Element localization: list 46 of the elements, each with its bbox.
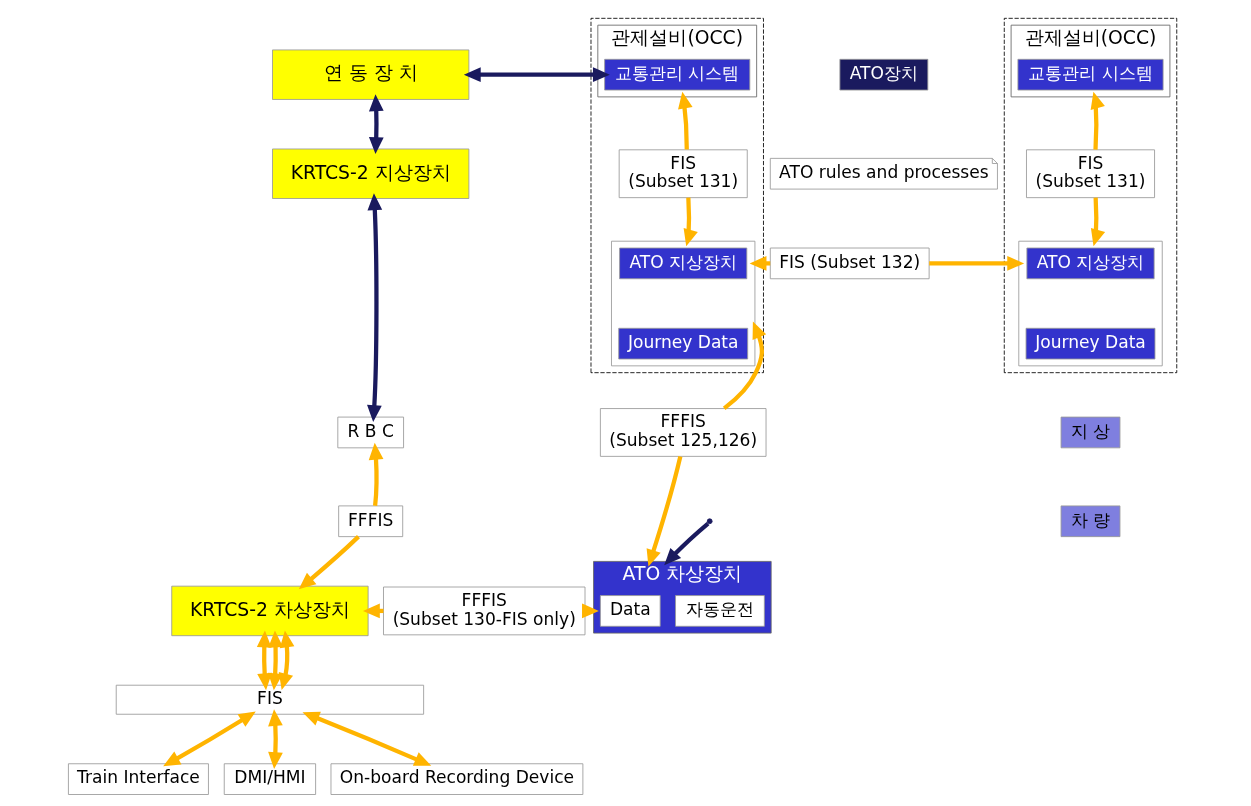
arrow <box>366 193 382 423</box>
arrow <box>1090 91 1105 150</box>
node-box: Journey Data <box>1025 327 1155 360</box>
node-box: On-board Recording Device <box>330 763 583 795</box>
node-box: ATO 지상장치 <box>1025 247 1155 280</box>
node-box: FFFIS (Subset 130-FIS only) <box>382 586 585 636</box>
arrow <box>267 709 283 770</box>
arrow <box>1090 197 1105 247</box>
node-box: FIS (Subset 131) <box>1025 149 1155 199</box>
node-box: 연 동 장 치 <box>271 49 469 100</box>
node-box: 교통관리 시스템 <box>1017 58 1163 91</box>
node-box: R B C <box>336 416 404 449</box>
cluster <box>1017 240 1163 367</box>
arrow <box>267 630 283 691</box>
node-box: ATO장치 <box>838 58 928 91</box>
arrow <box>302 711 431 766</box>
arrow <box>663 521 709 566</box>
node-box: Data <box>599 595 661 627</box>
node-box: FIS (Subset 132) <box>769 247 930 280</box>
arrow <box>298 535 360 590</box>
node-box: Journey Data <box>617 327 748 360</box>
node-box: DMI/HMI <box>223 763 316 795</box>
arrow <box>368 94 384 155</box>
arrow <box>722 321 766 411</box>
node-box: FFFIS <box>337 505 403 538</box>
node-box: FFFIS (Subset 125,126) <box>599 408 766 457</box>
arrow <box>928 256 1024 271</box>
arrow <box>278 630 294 691</box>
node-box: 지 상 <box>1060 416 1120 449</box>
arrow <box>162 711 256 767</box>
arrow <box>677 91 693 150</box>
node-box: 차 량 <box>1060 505 1120 538</box>
arrow <box>683 197 698 247</box>
node-box: KRTCS-2 차상장치 <box>170 585 369 637</box>
arrow <box>646 455 682 567</box>
node-box: FIS (Subset 131) <box>618 149 748 199</box>
node-box: 교통관리 시스템 <box>603 58 750 91</box>
node-box: KRTCS-2 지상장치 <box>271 148 469 199</box>
arrow <box>463 67 610 83</box>
node-box: FIS <box>115 684 424 715</box>
node-box: Train Interface <box>67 763 209 795</box>
arrow <box>256 630 272 691</box>
arrow <box>368 442 383 507</box>
cluster <box>610 240 755 367</box>
node-box: 자동운전 <box>674 595 765 627</box>
node-box: ATO 지상장치 <box>618 247 747 280</box>
